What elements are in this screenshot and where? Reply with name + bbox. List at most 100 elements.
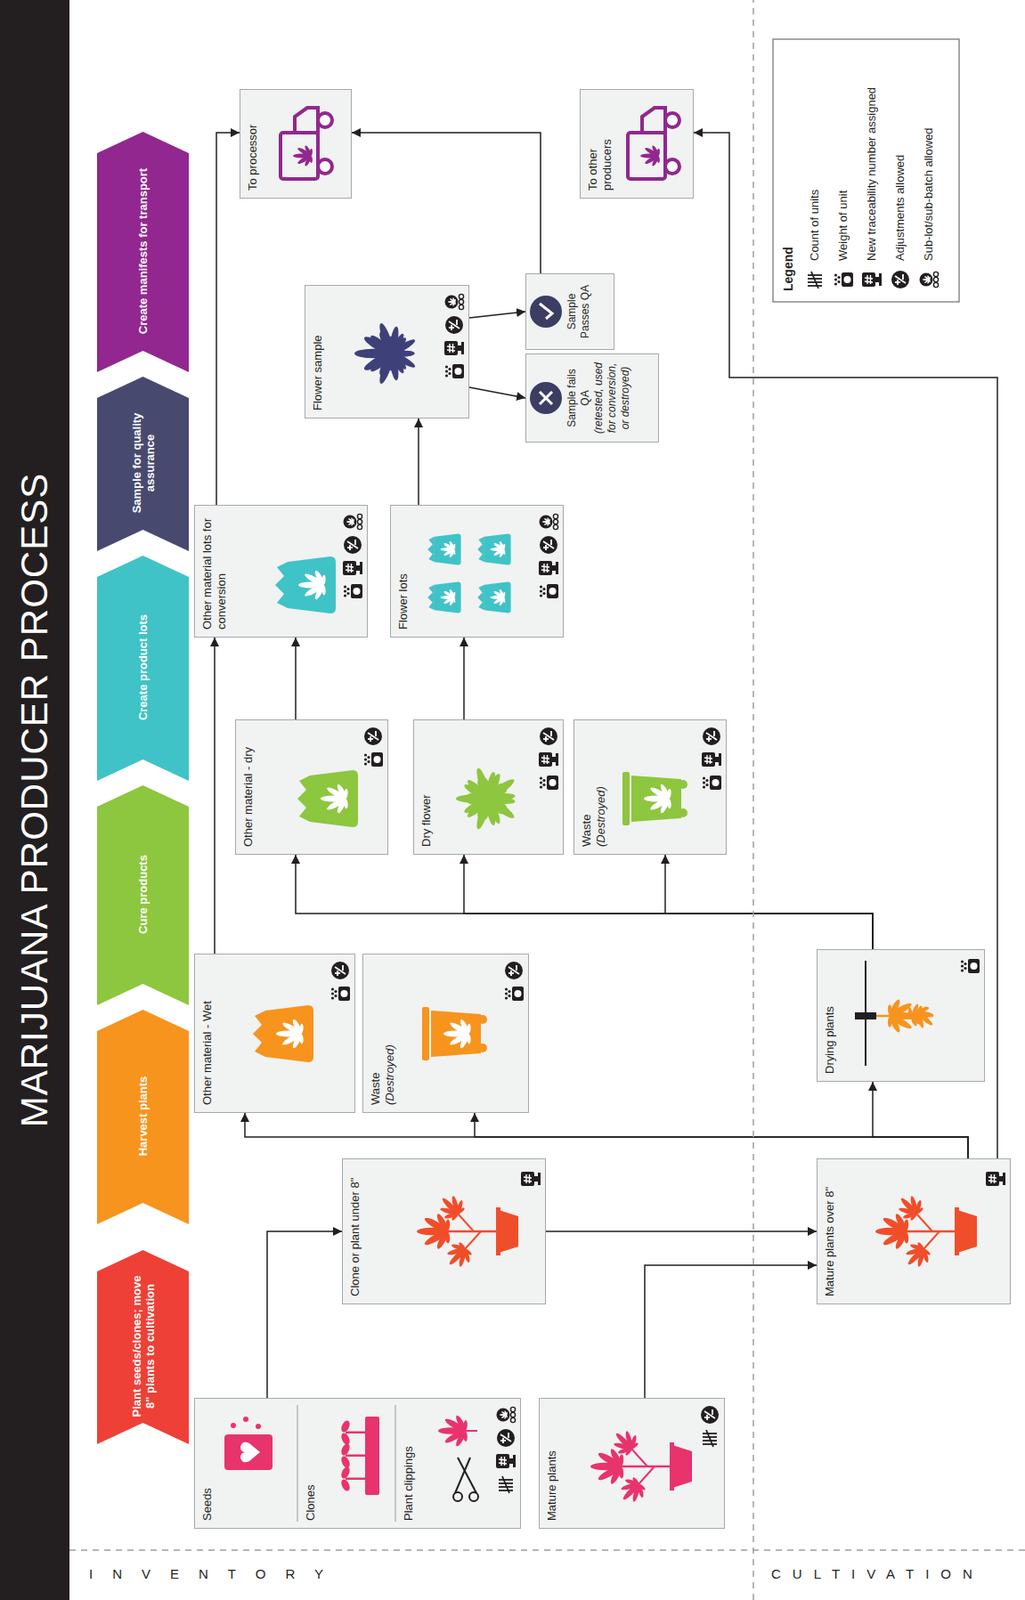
pass-icon bbox=[529, 295, 562, 328]
weight-icon bbox=[539, 775, 559, 790]
illustration-part bbox=[345, 1455, 366, 1458]
clothespin bbox=[854, 1012, 877, 1020]
box-note: (retested, used for conversion, or destr… bbox=[592, 361, 633, 435]
illustration-part bbox=[529, 382, 562, 415]
clipping-stem bbox=[463, 1430, 478, 1432]
sublot-icon bbox=[919, 271, 939, 287]
process-box: Waste(Destroyed) bbox=[362, 953, 529, 1114]
box-fill bbox=[194, 1398, 521, 1530]
box-label: Sample Passes QA bbox=[565, 281, 593, 342]
sublot-icon bbox=[343, 513, 363, 529]
process-box: To other producers bbox=[579, 89, 694, 199]
flow-connector bbox=[474, 1113, 969, 1159]
process-step-arrow: Sample for quality assurance bbox=[97, 376, 189, 552]
bag-illustration bbox=[297, 770, 358, 828]
box-label: Other material lots for conversion bbox=[200, 512, 229, 630]
traceability-icon bbox=[444, 341, 464, 356]
illustration-part bbox=[539, 391, 553, 405]
plant-illustration bbox=[875, 1188, 977, 1274]
illustration-part bbox=[457, 1457, 477, 1494]
adjustment-icon bbox=[700, 1406, 719, 1424]
box-fill bbox=[362, 953, 529, 1114]
weight-icon bbox=[445, 364, 464, 379]
process-step-arrow: Cure products bbox=[97, 785, 189, 1006]
process-box: Mature plants over 8" bbox=[816, 1158, 1011, 1305]
flow-connector bbox=[351, 132, 541, 274]
process-box: Flower lots bbox=[390, 504, 564, 638]
scissors-icon bbox=[453, 1457, 479, 1502]
sublot-icon bbox=[445, 293, 464, 310]
section-label-slot: CULTIVATION bbox=[771, 1565, 985, 1583]
process-box: Drying plants bbox=[816, 949, 985, 1082]
illustration-part bbox=[339, 1478, 351, 1493]
flow-connector bbox=[463, 637, 465, 720]
flow-connector bbox=[244, 1113, 969, 1159]
box-fill bbox=[194, 504, 368, 638]
box-fill bbox=[816, 949, 985, 1082]
waste-bin-illustration bbox=[422, 1007, 488, 1061]
step-label: Plant seeds/clones; move 8" plants to cu… bbox=[130, 1275, 157, 1418]
illustration-part bbox=[339, 1465, 351, 1481]
process-step-arrow: Create manifests for transport bbox=[97, 131, 189, 373]
flow-connector bbox=[469, 387, 526, 399]
box-fill bbox=[341, 1158, 546, 1305]
connectors bbox=[214, 132, 998, 1399]
bag-illustration bbox=[477, 581, 511, 613]
adjustment-icon bbox=[504, 961, 523, 980]
waste-bin-illustration bbox=[622, 772, 688, 826]
legend-text: Adjustments allowed bbox=[892, 154, 909, 261]
illustration-part bbox=[529, 295, 562, 328]
illustration-part bbox=[345, 1478, 366, 1481]
box-divider bbox=[296, 1405, 298, 1522]
section-label: INVENTORY bbox=[89, 1565, 343, 1583]
illustration-part bbox=[339, 1431, 351, 1447]
count-icon bbox=[702, 1430, 717, 1448]
box-divider bbox=[394, 1405, 396, 1522]
box-fill bbox=[235, 719, 389, 855]
weight-icon bbox=[343, 584, 363, 599]
sublot-icon bbox=[496, 1407, 516, 1423]
box-fill bbox=[816, 1158, 1011, 1305]
traceability-icon bbox=[342, 561, 363, 576]
legend-row: Adjustments allowed bbox=[892, 154, 909, 261]
legend-row: Sub-lot/sub-batch allowed bbox=[920, 127, 937, 261]
box-label: Flower sample bbox=[310, 292, 326, 411]
process-step-arrow: Create product lots bbox=[97, 555, 189, 781]
process-box: Sample fails QA(retested, used for conve… bbox=[525, 353, 659, 443]
box-label: Waste bbox=[368, 961, 383, 1106]
weight-icon bbox=[364, 752, 383, 767]
flow-connector bbox=[545, 1230, 817, 1233]
section-label-slot: INVENTORY bbox=[89, 1565, 343, 1583]
step-label: Harvest plants bbox=[136, 1076, 150, 1157]
dry-flower-illustration bbox=[455, 762, 526, 836]
process-box: Other material lots for conversion bbox=[194, 504, 368, 638]
chevron-fill bbox=[97, 555, 189, 781]
adjustment-icon bbox=[539, 536, 558, 554]
weight-icon bbox=[960, 959, 980, 974]
box-label: Sample fails QA bbox=[565, 361, 593, 435]
illustration-part bbox=[339, 1419, 351, 1434]
bag-illustration bbox=[477, 533, 511, 565]
legend-heading: Legend bbox=[780, 246, 797, 292]
weight-icon bbox=[834, 272, 854, 287]
step-label: Sample for quality assurance bbox=[130, 401, 157, 525]
chevron-fill bbox=[97, 1009, 189, 1225]
chevron-fill bbox=[97, 785, 189, 1006]
adjustment-icon bbox=[445, 316, 464, 334]
chevron-fill bbox=[97, 131, 189, 373]
box-fill bbox=[390, 504, 564, 638]
process-box: Mature plants bbox=[538, 1398, 725, 1530]
illustration-part bbox=[469, 1492, 479, 1502]
box-label: Dry flower bbox=[419, 727, 434, 847]
chevron-fill bbox=[97, 1250, 189, 1445]
process-box: To processor bbox=[239, 89, 352, 199]
legend-text: Count of units bbox=[806, 189, 823, 261]
title-band: MARIJUANA PRODUCER PROCESS bbox=[0, 0, 70, 1600]
count-icon bbox=[498, 1476, 513, 1494]
flow-connector bbox=[213, 637, 216, 954]
weight-icon bbox=[504, 986, 524, 1001]
illustration-part bbox=[381, 337, 424, 382]
section-divider bbox=[752, 0, 755, 1600]
plant-illustration bbox=[416, 1188, 519, 1274]
box-fill bbox=[194, 953, 356, 1114]
